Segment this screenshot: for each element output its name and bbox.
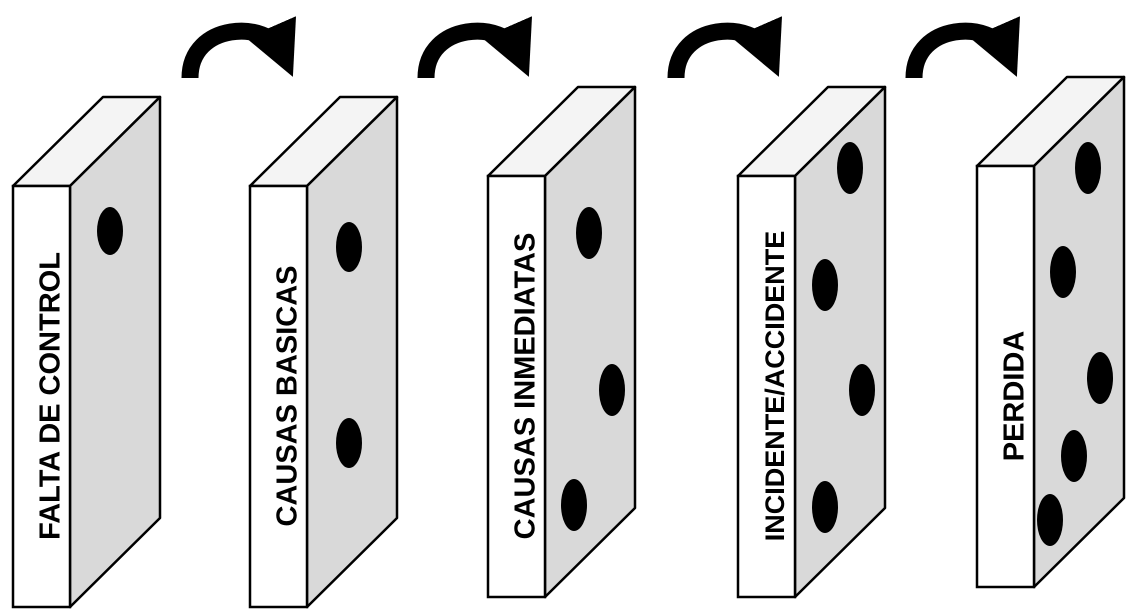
domino-label: CAUSAS INMEDIATAS xyxy=(510,233,542,540)
curved-arrow-icon xyxy=(667,16,782,79)
domino-dot xyxy=(1050,246,1076,298)
domino-dot xyxy=(336,222,362,272)
domino-dot xyxy=(576,207,602,259)
domino-label: CAUSAS BASICAS xyxy=(272,265,304,526)
domino-dot xyxy=(837,142,863,194)
domino-causas-basicas: CAUSAS BASICAS xyxy=(248,95,399,609)
domino-dot xyxy=(1087,352,1113,404)
domino-dot xyxy=(561,479,587,531)
curved-arrow-icon xyxy=(905,16,1020,79)
domino-falta-de-control: FALTA DE CONTROL xyxy=(11,95,162,609)
domino-dot xyxy=(97,207,123,255)
domino-label: INCIDENTE/ACCIDENTE xyxy=(760,231,790,542)
curved-arrow-icon xyxy=(417,16,532,79)
domino-dot xyxy=(599,364,625,416)
domino-dot xyxy=(812,259,838,311)
domino-dot xyxy=(336,418,362,468)
domino-causas-inmediatas: CAUSAS INMEDIATAS xyxy=(486,85,637,599)
domino-side-face xyxy=(305,95,399,609)
domino-front-face xyxy=(248,184,309,609)
domino-perdida: PERDIDA xyxy=(975,75,1126,589)
domino-front-face xyxy=(975,164,1036,589)
domino-label: FALTA DE CONTROL xyxy=(35,252,67,540)
domino-dot xyxy=(812,481,838,533)
domino-side-face xyxy=(68,95,162,609)
domino-dot xyxy=(849,364,875,416)
curved-arrow-icon xyxy=(181,16,296,79)
domino-dot xyxy=(1037,494,1063,546)
domino-dot xyxy=(1075,142,1101,194)
domino-dot xyxy=(1061,430,1087,482)
domino-side-face xyxy=(543,85,637,599)
domino-front-face xyxy=(736,174,797,599)
domino-label: PERDIDA xyxy=(999,331,1031,462)
domino-front-face xyxy=(486,174,547,599)
domino-incidente-accidente: INCIDENTE/ACCIDENTE xyxy=(736,85,887,599)
domino-front-face xyxy=(11,184,72,609)
